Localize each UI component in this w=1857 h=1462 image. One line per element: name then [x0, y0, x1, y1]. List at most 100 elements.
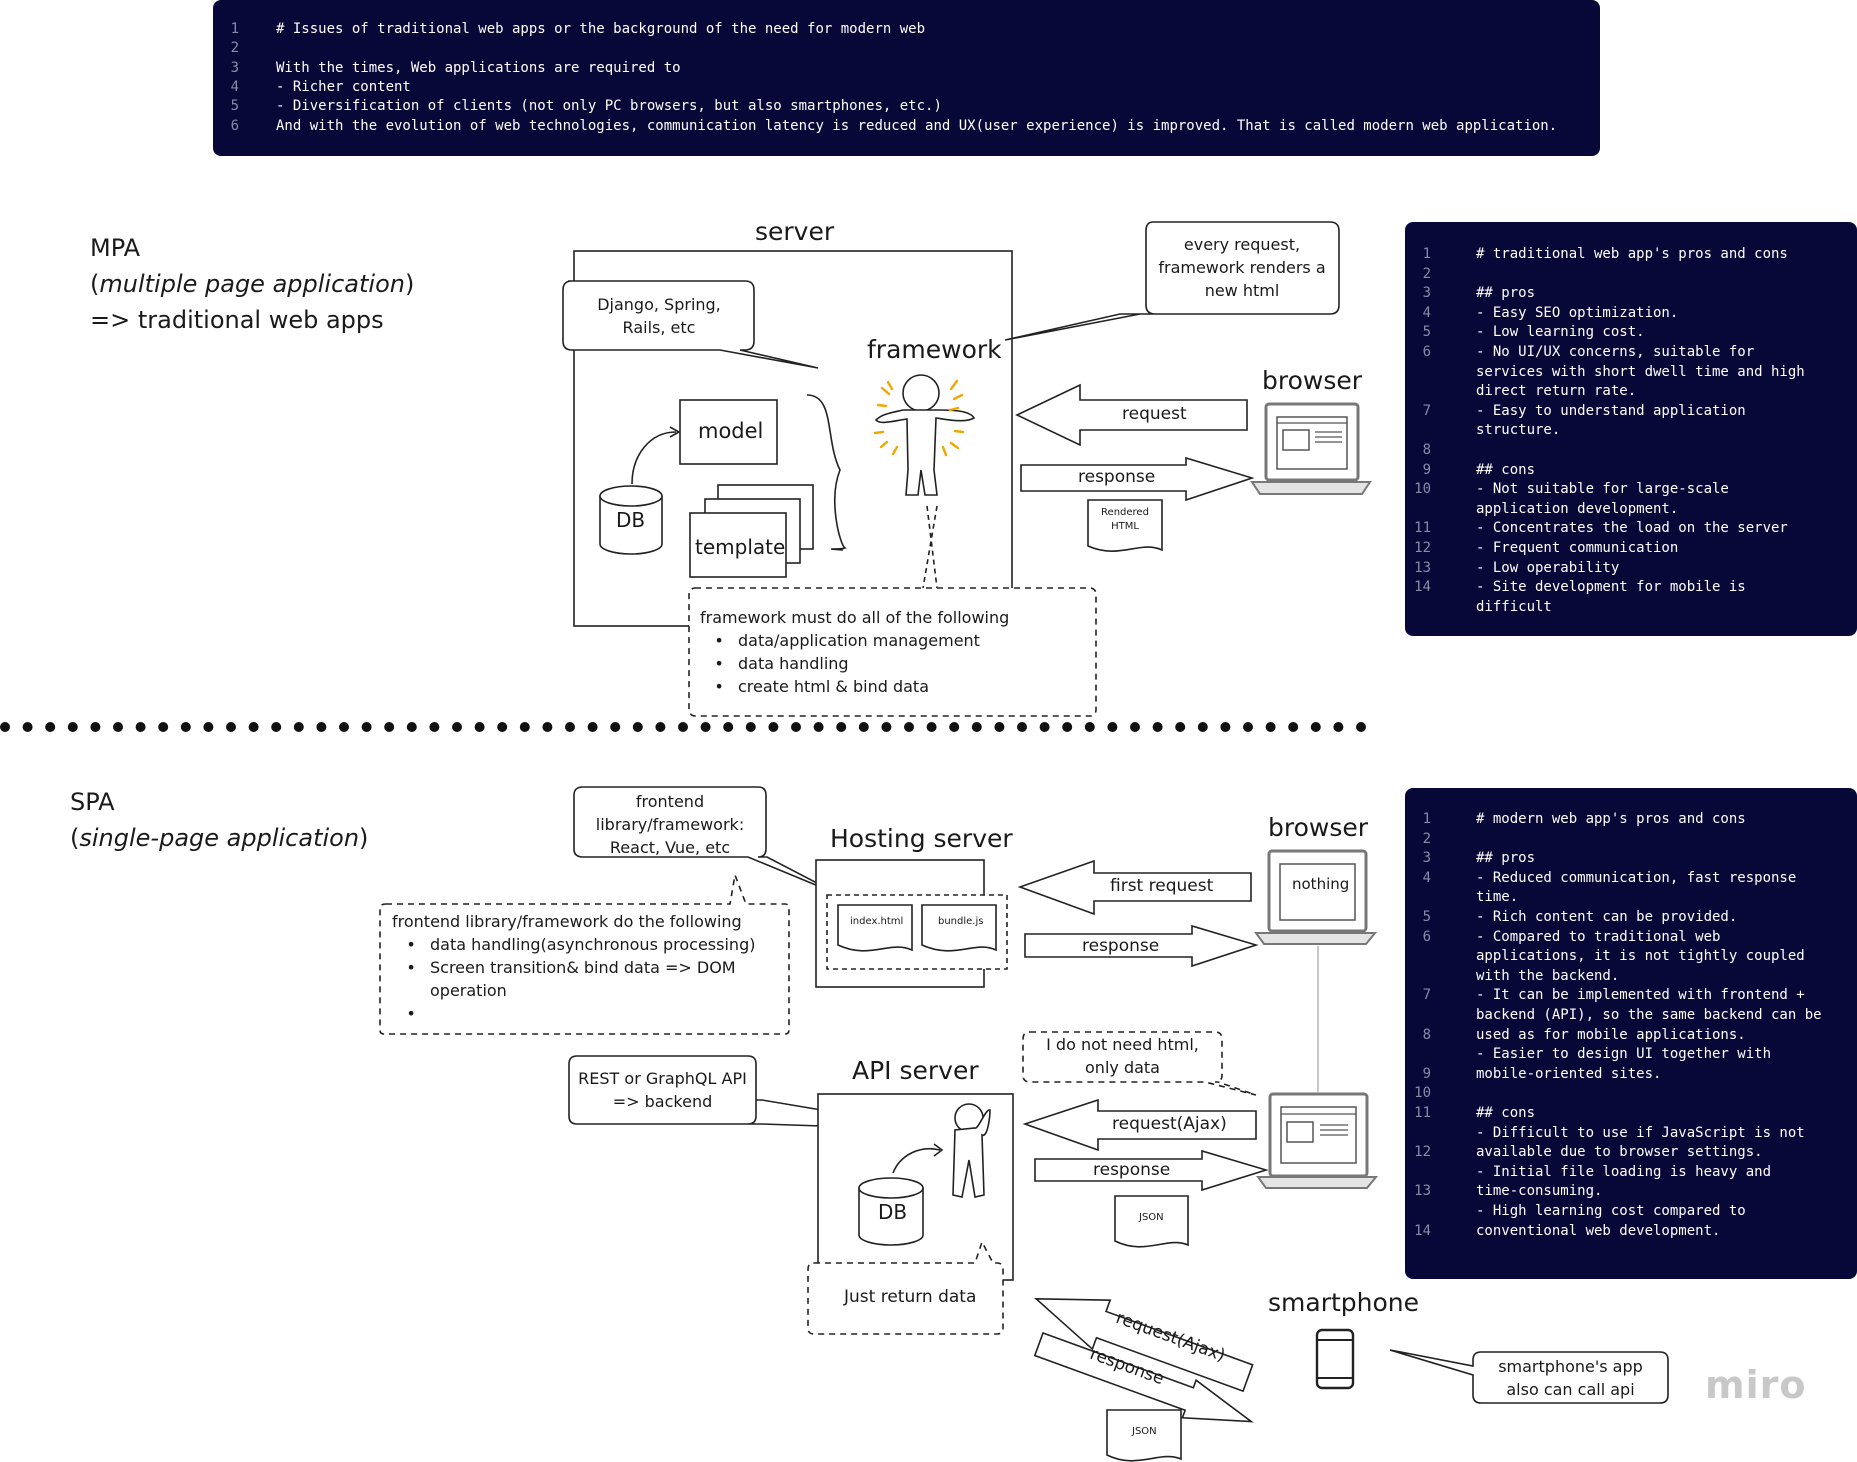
code-line: - Easier to design UI together with [1476, 1046, 1772, 1063]
divider-dot [655, 722, 666, 732]
code-line-number: 13 [1414, 1183, 1431, 1200]
code-line: - Not suitable for large-scale [1476, 481, 1729, 498]
divider-dot [248, 722, 259, 732]
mpa-subtitle2: => traditional web apps [90, 306, 384, 334]
code-line-number: 4 [230, 78, 239, 95]
code-line: - Richer content [276, 78, 411, 95]
smartphone-bubble [1389, 1349, 1669, 1404]
template-label: template [695, 535, 786, 559]
spa-subtitle-open: ( [70, 824, 80, 852]
api-bubble [568, 1055, 941, 1131]
spa-subtitle-close: ) [359, 824, 369, 852]
divider-dot [180, 722, 191, 732]
divider-dot [293, 722, 304, 732]
api-bubble-text: REST or GraphQL API => backend [571, 1067, 754, 1113]
code-line-number: 12 [1414, 1144, 1431, 1161]
divider-dot [135, 722, 146, 732]
code-line-number: 3 [230, 59, 239, 76]
intro-code-block: 1# Issues of traditional web apps or the… [213, 0, 1600, 156]
mpa-db-label: DB [616, 508, 646, 532]
divider-dot [700, 722, 711, 732]
api-bubble-line1: REST or GraphQL API [578, 1069, 747, 1088]
code-line: - Initial file loading is heavy and [1476, 1163, 1772, 1180]
divider-dot [67, 722, 78, 732]
spa-browser-label: browser [1268, 813, 1369, 842]
divider-dot [1175, 722, 1186, 732]
mpa-browser-laptop [1250, 402, 1372, 495]
need-data-bubble-text: I do not need html, only data [1025, 1033, 1220, 1079]
divider-dot [1243, 722, 1253, 732]
code-line-number: 7 [1422, 987, 1431, 1004]
divider-dot [926, 722, 937, 732]
mpa-note-text: framework must do all of the following d… [700, 606, 1090, 698]
code-line: difficult [1476, 598, 1552, 615]
smartphone-icon [1315, 1328, 1355, 1390]
code-line-number: 2 [1422, 265, 1431, 282]
divider-dot [858, 722, 869, 732]
code-line: - No UI/UX concerns, suitable for [1476, 344, 1755, 360]
rendered-html-doc [1087, 499, 1163, 552]
code-line-number: 7 [1422, 402, 1431, 419]
mpa-subtitle-italic: multiple page application [99, 270, 405, 298]
code-line-number: 5 [1422, 909, 1431, 925]
frontend-bubble-line3: React, Vue, etc [609, 838, 731, 857]
divider-dot [1130, 722, 1140, 732]
code-line: ## cons [1476, 461, 1536, 478]
code-line: application development. [1476, 500, 1679, 517]
code-line-number: 8 [1422, 442, 1431, 458]
code-line: - Easy SEO optimization. [1476, 304, 1679, 321]
code-line-number: 4 [1422, 869, 1431, 886]
code-line: services with short dwell time and high [1476, 363, 1805, 380]
mpa-framework-note [688, 587, 1097, 717]
api-person-figure [952, 1103, 991, 1198]
code-line: - Site development for mobile is [1476, 579, 1746, 596]
code-line: - Reduced communication, fast response [1476, 869, 1797, 886]
spa-browser-laptop-ajax [1256, 1092, 1379, 1189]
code-line: time-consuming. [1476, 1183, 1603, 1200]
spa-note-item: data handling(asynchronous processing) [426, 933, 782, 956]
divider-dot [90, 722, 101, 732]
need-data-bubble [1022, 1031, 1257, 1096]
code-line-number: 11 [1414, 1105, 1431, 1121]
divider-dot [1107, 722, 1118, 732]
code-line-number: 9 [1422, 1065, 1431, 1082]
divider-dot [1288, 722, 1299, 732]
mpa-title: MPA [90, 234, 141, 262]
code-line-number: 13 [1414, 559, 1431, 576]
code-line: - High learning cost compared to [1476, 1203, 1746, 1219]
code-line: - Low operability [1476, 559, 1620, 576]
code-line-number: 5 [1422, 324, 1431, 341]
divider-dot [203, 722, 214, 732]
divider-dot [971, 722, 982, 732]
spa-title: SPA [70, 788, 115, 816]
divider-dot [361, 722, 372, 732]
frameworks-bubble [562, 280, 819, 369]
code-line: - Difficult to use if JavaScript is not [1476, 1124, 1805, 1141]
divider-dot [0, 722, 10, 732]
api-db-cylinder [858, 1177, 924, 1246]
divider-dot [1152, 722, 1163, 732]
divider-dot [226, 722, 236, 732]
code-line-number: 8 [1422, 1026, 1431, 1043]
code-line: with the backend. [1476, 967, 1620, 984]
sp-response-arrow [1033, 1331, 1254, 1423]
divider-dot [452, 722, 462, 732]
divider-dot [271, 722, 282, 732]
model-box [679, 399, 778, 465]
divider-dot [113, 722, 123, 732]
just-return-label: Just return data [844, 1287, 977, 1307]
divider-dot [632, 722, 643, 732]
miro-logo: miro [1705, 1363, 1807, 1407]
bundle-js-label: bundle.js [938, 916, 984, 927]
just-return-note [807, 1239, 1004, 1335]
frontend-bubble [573, 786, 841, 896]
divider-dot [745, 722, 756, 732]
divider-dot [587, 722, 598, 732]
code-line-number: 6 [1422, 344, 1431, 360]
smartphone-bubble-text: smartphone's app also can call api [1475, 1355, 1666, 1401]
code-line: backend (API), so the same backend can b… [1476, 1007, 1822, 1023]
mpa-request-arrow [1015, 383, 1248, 447]
ajax-json-doc [1114, 1195, 1189, 1248]
code-line: direct return rate. [1476, 383, 1637, 400]
divider-dot [1220, 722, 1231, 732]
